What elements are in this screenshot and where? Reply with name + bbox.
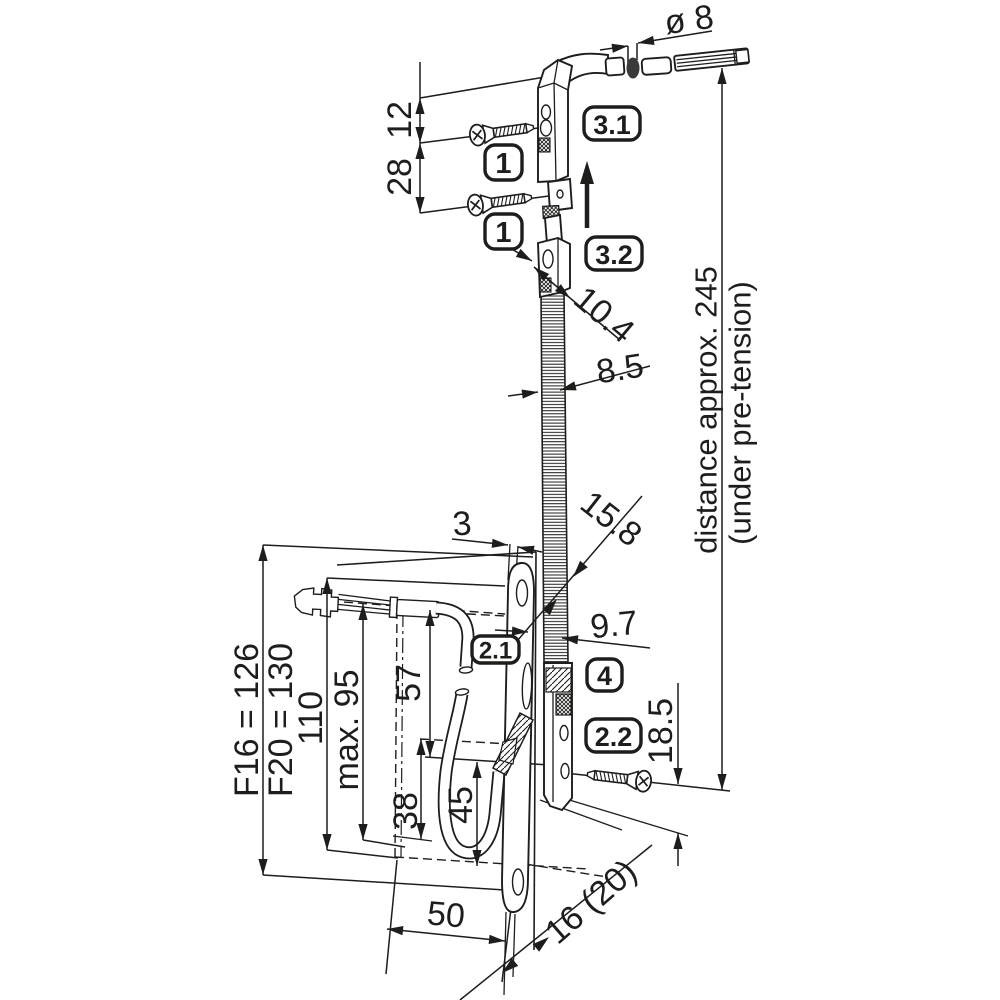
part-label-rod-connector: 4 (585, 657, 624, 693)
dimension-texts: ø 8 12 28 10.4 8.5 distance approx. 245 … (228, 0, 758, 952)
coil-rod (540, 292, 569, 663)
dim-57: 57 (390, 664, 428, 702)
faceplate-top-hole (515, 579, 529, 607)
dim-plate-proud: 3 (451, 504, 473, 543)
dim-pocket-height: 110 (292, 691, 330, 745)
cable-end-section (492, 711, 534, 777)
svg-text:3.2: 3.2 (595, 240, 633, 270)
svg-text:2.1: 2.1 (479, 638, 512, 665)
svg-text:3.1: 3.1 (593, 110, 631, 140)
dim-rod-diameter: ø 8 (662, 0, 716, 42)
dim-backset: 18.5 (642, 698, 680, 764)
part-label-cable-entry: 2.1 (470, 634, 521, 665)
part-label-screw-top: 1 (483, 143, 524, 182)
dim-pocket-width: 50 (426, 894, 467, 935)
dim-f20: F20 = 130 (262, 643, 300, 797)
part-label-striker-upper: 3.1 (582, 105, 642, 142)
faceplate-bottom-hole (511, 868, 525, 896)
dim-offset-top: 12 (381, 101, 419, 139)
rod-connector-block (543, 662, 573, 812)
svg-text:1: 1 (495, 148, 511, 180)
dim-screw-spacing: 28 (381, 158, 419, 196)
svg-text:4: 4 (597, 661, 612, 691)
dimension-lines (258, 30, 727, 1000)
dim-45: 45 (442, 786, 480, 824)
dim-distance-note-2: (under pre-tension) (723, 281, 758, 545)
dim-rod-width-upper: 8.5 (594, 347, 647, 392)
up-direction-arrow-icon (580, 161, 594, 228)
dim-cable-depth: max. 95 (328, 670, 366, 791)
svg-text:1: 1 (495, 217, 511, 249)
rod-end-ball (626, 57, 640, 79)
splined-rod-end (673, 47, 750, 72)
svg-text:2.2: 2.2 (595, 722, 633, 752)
dim-distance-note-1: distance approx. 245 (689, 266, 724, 554)
faceplate-slot (521, 662, 533, 710)
part-label-screw-bottom: 1 (483, 212, 524, 251)
dim-rod-width-lower: 9.7 (589, 604, 640, 647)
dim-f16: F16 = 126 (228, 643, 266, 797)
part-label-striker-lower: 3.2 (584, 235, 644, 272)
dim-38: 38 (387, 792, 425, 830)
part-label-lock-case: 2.2 (584, 717, 643, 754)
